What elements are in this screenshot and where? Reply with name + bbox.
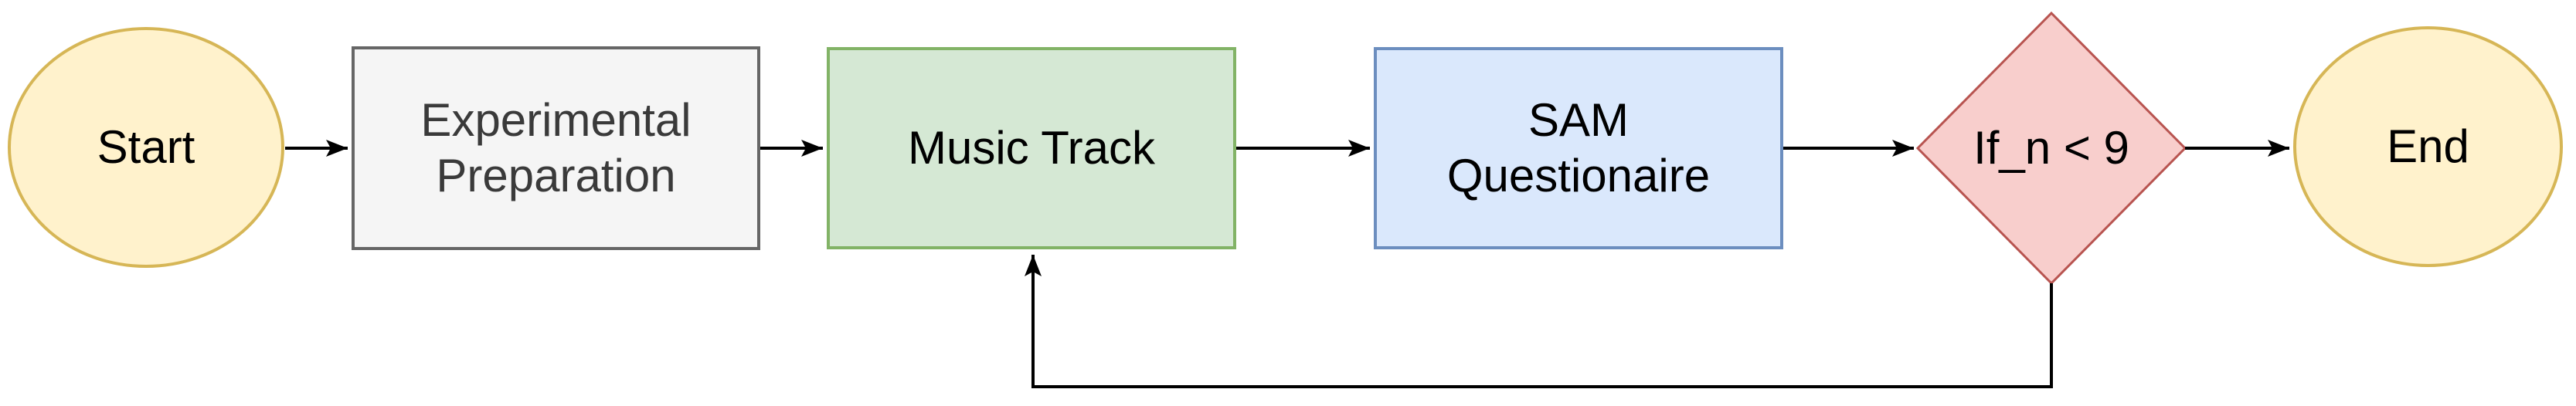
decision-node: If_n < 9 xyxy=(1918,13,2185,283)
start-node-label: Start xyxy=(97,121,195,173)
sam-questionaire-label: SAM Questionaire xyxy=(1446,94,1711,201)
music-track-label: Music Track xyxy=(907,122,1156,174)
edge-decision-loop-to-music-track xyxy=(1025,255,2053,388)
end-node: End xyxy=(2293,26,2563,267)
decision-label: If_n < 9 xyxy=(1973,122,2129,174)
end-node-label: End xyxy=(2387,120,2469,172)
experimental-preparation-node: Experimental Preparation xyxy=(352,46,760,250)
experimental-preparation-label: Experimental Preparation xyxy=(420,94,692,201)
start-node: Start xyxy=(8,27,284,268)
sam-questionaire-node: SAM Questionaire xyxy=(1374,47,1783,249)
music-track-node: Music Track xyxy=(827,47,1236,249)
